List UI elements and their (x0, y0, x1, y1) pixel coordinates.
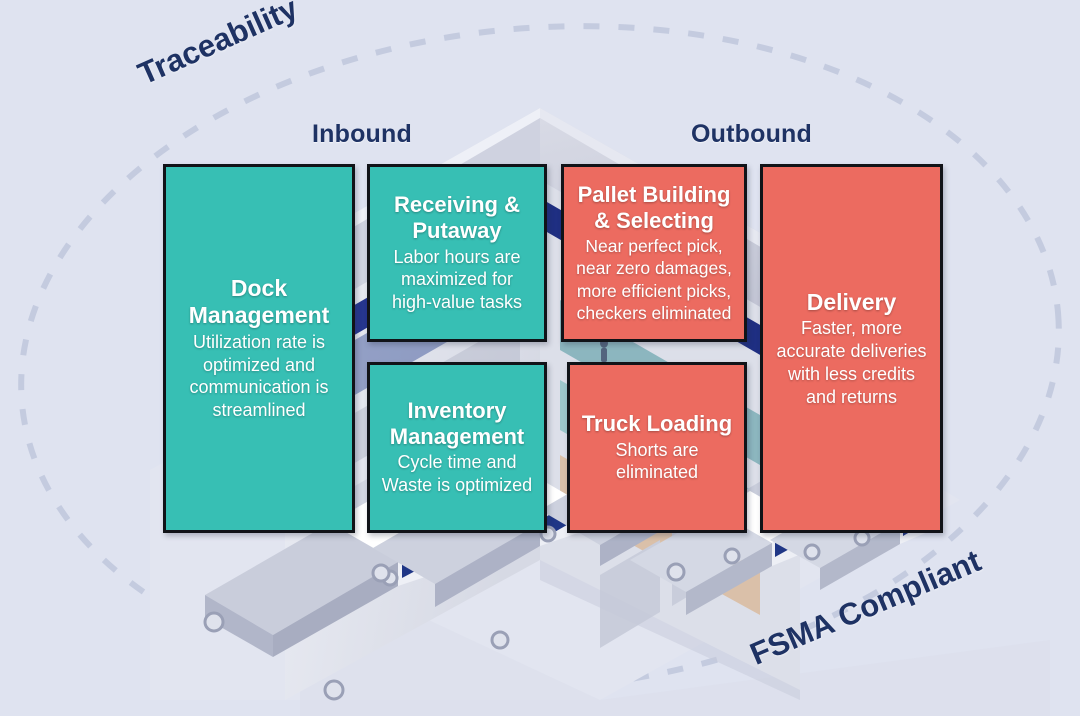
card-title: Pallet Building & Selecting (577, 182, 731, 233)
column-header-inbound: Inbound (312, 120, 412, 148)
card-inventory-management[interactable]: Inventory Management Cycle time and Wast… (367, 362, 547, 533)
card-body: Near perfect pick, near zero damages, mo… (576, 236, 732, 323)
card-title: Delivery (806, 288, 897, 315)
card-title: Receiving & Putaway (394, 192, 520, 243)
card-title: Inventory Management (389, 398, 525, 449)
column-header-outbound: Outbound (691, 120, 812, 148)
card-body: Shorts are eliminated (615, 439, 699, 483)
card-pallet-building-selecting[interactable]: Pallet Building & Selecting Near perfect… (561, 164, 747, 342)
card-dock-management[interactable]: Dock Management Utilization rate is opti… (163, 164, 355, 533)
card-truck-loading[interactable]: Truck Loading Shorts are eliminated (567, 362, 747, 533)
card-receiving-putaway[interactable]: Receiving & Putaway Labor hours are maxi… (367, 164, 547, 342)
card-title: Truck Loading (581, 411, 733, 437)
card-title: Dock Management (188, 275, 330, 329)
card-body: Utilization rate is optimized and commun… (189, 331, 329, 420)
card-body: Cycle time and Waste is optimized (381, 452, 533, 496)
card-body: Labor hours are maximized for high-value… (391, 246, 523, 312)
card-delivery[interactable]: Delivery Faster, more accurate deliverie… (760, 164, 943, 533)
card-body: Faster, more accurate deliveries with le… (776, 318, 927, 407)
